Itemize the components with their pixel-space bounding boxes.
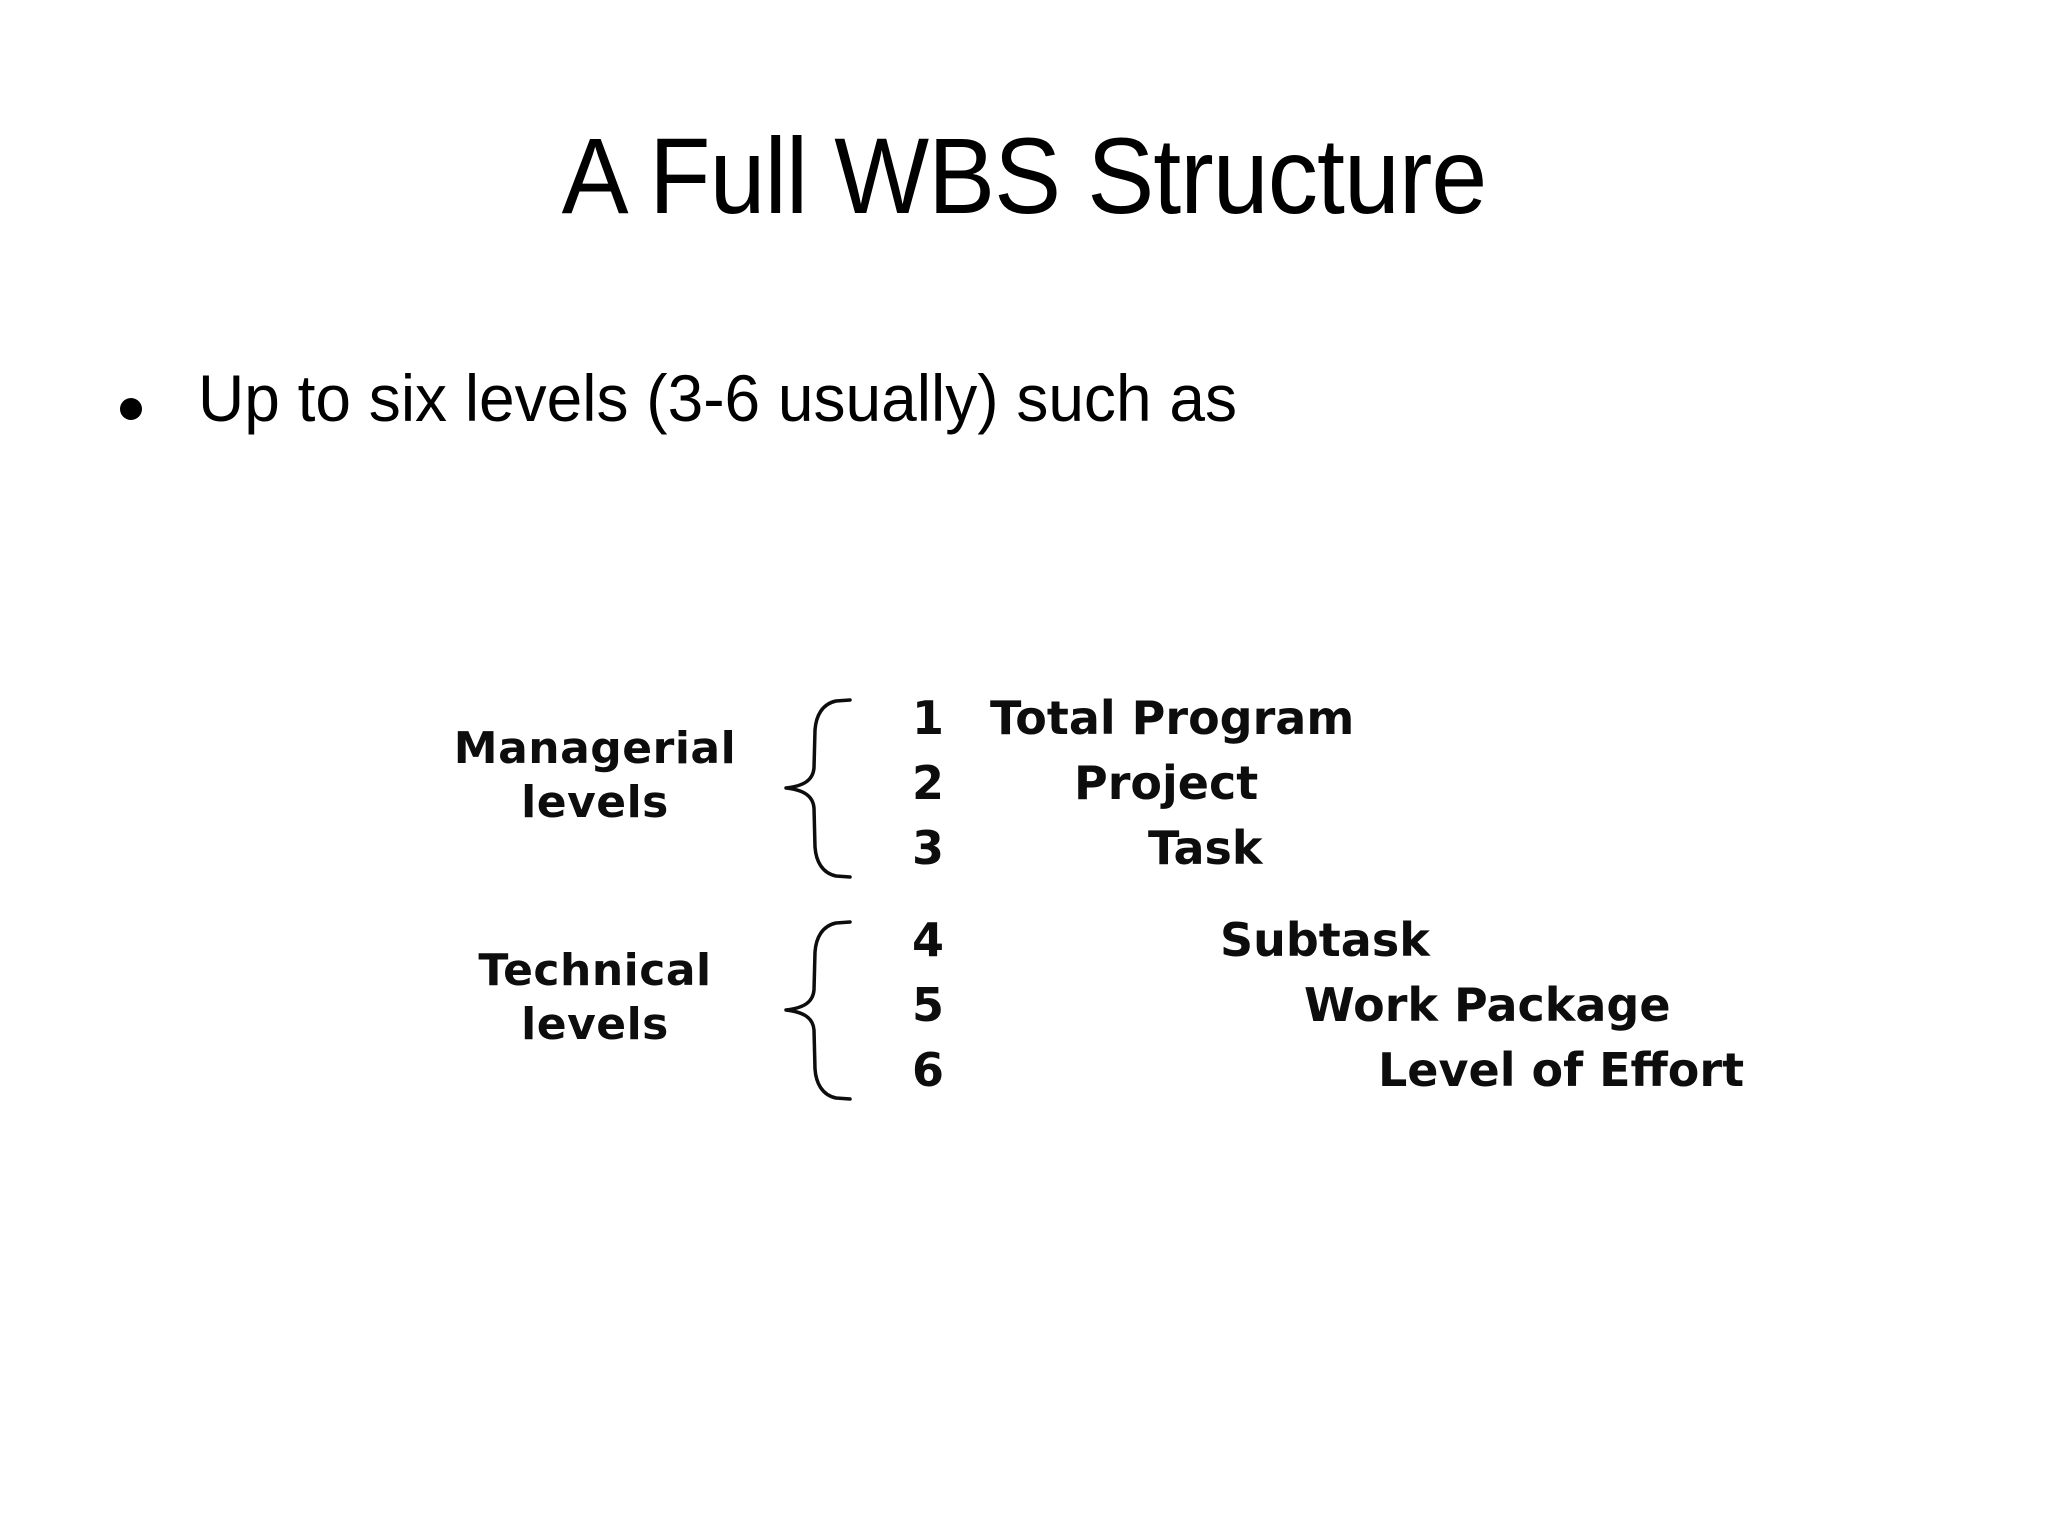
level-name-column: Total Program Project Task xyxy=(990,690,1354,885)
curly-brace-icon xyxy=(782,918,852,1103)
level-number: 1 xyxy=(912,691,945,745)
curly-brace-icon xyxy=(782,696,852,881)
group-label-technical: Technical levels xyxy=(430,944,760,1051)
group-label-managerial: Managerial levels xyxy=(430,722,760,829)
page-title: A Full WBS Structure xyxy=(561,115,1488,236)
level-name: Project xyxy=(1074,756,1259,810)
level-number: 4 xyxy=(912,913,945,967)
group-label-line-1: Managerial xyxy=(453,723,737,774)
level-name: Work Package xyxy=(1304,978,1671,1032)
group-label-line-2: levels xyxy=(521,776,669,828)
level-name: Task xyxy=(1148,821,1263,875)
level-number: 2 xyxy=(912,756,945,810)
level-number: 3 xyxy=(912,821,945,875)
level-number-column: 4 5 6 xyxy=(912,912,972,1107)
level-name: Level of Effort xyxy=(1378,1043,1745,1097)
bullet-text: Up to six levels (3-6 usually) such as xyxy=(198,361,1237,435)
list-item: Up to six levels (3-6 usually) such as xyxy=(120,362,1269,435)
level-number: 5 xyxy=(912,978,945,1032)
level-name: Total Program xyxy=(990,691,1355,745)
bullet-dot-icon xyxy=(120,398,142,420)
group-label-line-1: Technical xyxy=(478,945,712,996)
level-name-column: Subtask Work Package Level of Effort xyxy=(1220,912,1744,1107)
level-number: 6 xyxy=(912,1043,945,1097)
level-name: Subtask xyxy=(1220,913,1430,967)
group-label-line-2: levels xyxy=(521,998,669,1050)
level-number-column: 1 2 3 xyxy=(912,690,972,885)
